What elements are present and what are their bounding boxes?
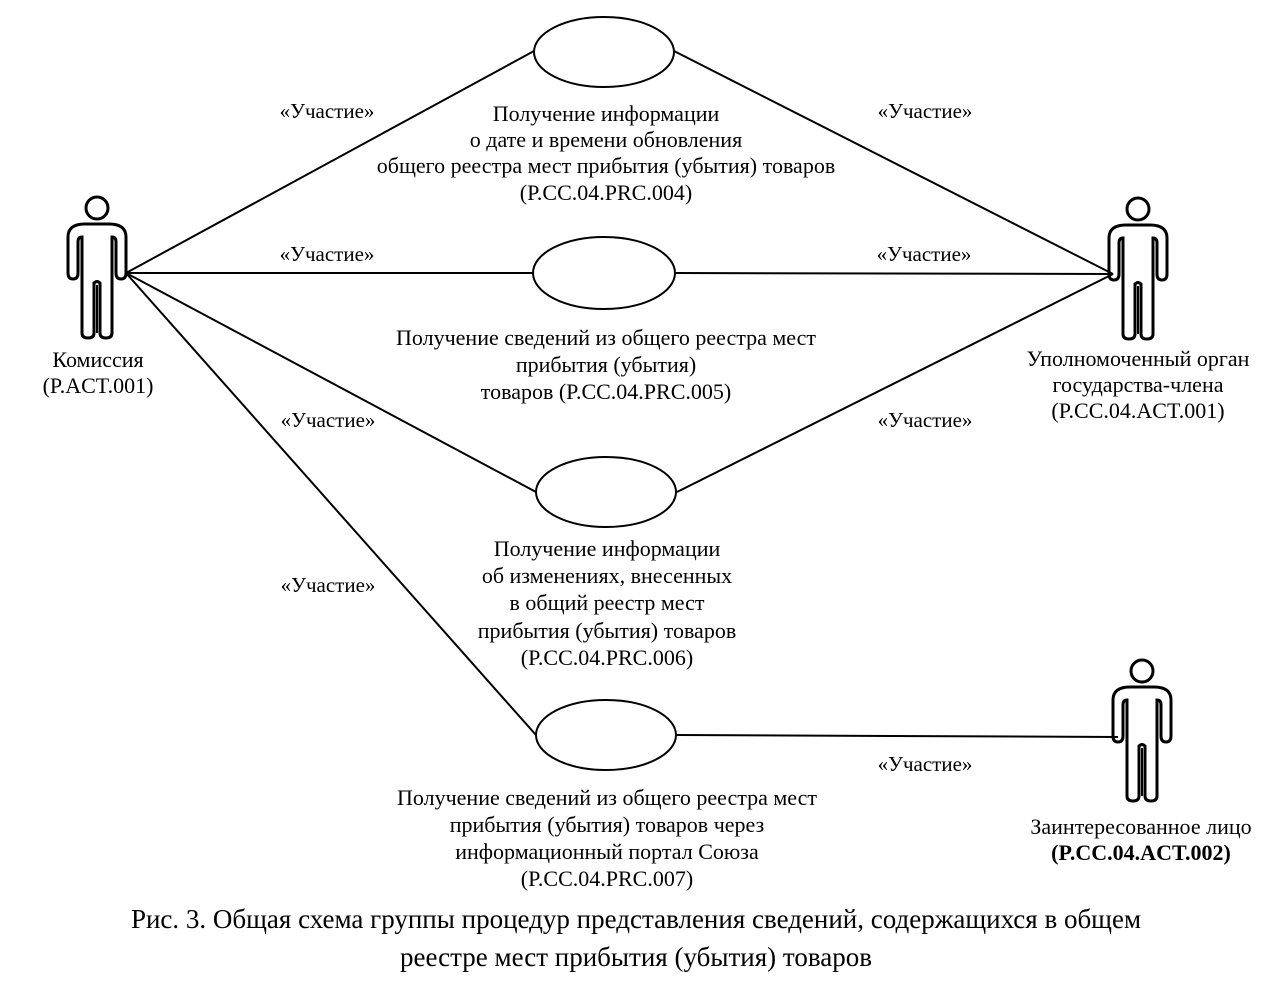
use-case-name-line: Получение информации bbox=[493, 101, 720, 126]
use-case-name-line: Получение сведений из общего реестра мес… bbox=[397, 785, 817, 810]
caption-line: Рис. 3. Общая схема группы процедур пред… bbox=[131, 904, 1141, 934]
relation-label: «Участие» bbox=[878, 99, 973, 123]
use-case-name-line: информационный портал Союза bbox=[455, 839, 759, 864]
use-case-name-line: прибытия (убытия) bbox=[516, 352, 696, 377]
actor-interested-party-figure[interactable] bbox=[1111, 658, 1173, 803]
use-case-name-line: товаров (P.CC.04.PRC.005) bbox=[481, 379, 731, 404]
use-case-name-line: Получение сведений из общего реестра мес… bbox=[396, 325, 816, 350]
use-case-name-line: о дате и времени обновления bbox=[470, 127, 742, 152]
association-member-prc005 bbox=[675, 272, 1114, 275]
relation-label: «Участие» bbox=[878, 752, 973, 776]
use-case-name-line: прибытия (убытия) товаров через bbox=[450, 812, 765, 837]
use-case-code: (P.CC.04.PRC.006) bbox=[521, 645, 693, 670]
use-case-prc005-label: Получение сведений из общего реестра мес… bbox=[396, 325, 816, 404]
association-commission-prc007 bbox=[125, 272, 537, 736]
association-member-prc006 bbox=[676, 273, 1114, 493]
use-case-code: (P.CC.04.PRC.004) bbox=[520, 180, 692, 205]
relation-label: «Участие» bbox=[281, 573, 376, 597]
actor-name: государства-члена bbox=[1053, 372, 1224, 397]
use-case-name-line: об изменениях, внесенных bbox=[482, 563, 732, 588]
use-case-prc005-ellipse[interactable] bbox=[532, 236, 676, 310]
association-commission-prc006 bbox=[125, 272, 537, 493]
relation-label: «Участие» bbox=[280, 242, 375, 266]
use-case-name-line: общего реестра мест прибытия (убытия) то… bbox=[377, 153, 835, 178]
use-case-name-line: в общий реестр мест bbox=[510, 590, 705, 615]
actor-member-state-figure[interactable] bbox=[1107, 196, 1169, 341]
relation-label: «Участие» bbox=[280, 99, 375, 123]
actor-commission-label: Комиссия (P.ACT.001) bbox=[43, 347, 154, 398]
use-case-name-line: прибытия (убытия) товаров bbox=[478, 618, 736, 643]
relation-label: «Участие» bbox=[878, 408, 973, 432]
actor-code: (P.CC.04.ACT.002) bbox=[1051, 840, 1231, 865]
use-cases bbox=[532, 16, 677, 771]
actor-icon bbox=[1111, 658, 1173, 803]
figure-caption: Рис. 3. Общая схема группы процедур пред… bbox=[131, 904, 1141, 972]
use-case-name-line: Получение информации bbox=[494, 536, 721, 561]
actor-code: (P.CC.04.ACT.001) bbox=[1051, 398, 1224, 423]
use-case-prc004-label: Получение информации о дате и времени об… bbox=[377, 101, 835, 205]
actor-commission-figure[interactable] bbox=[66, 195, 128, 340]
relation-label: «Участие» bbox=[281, 408, 376, 432]
actor-icon bbox=[1107, 196, 1169, 341]
association-member-prc004 bbox=[673, 50, 1114, 275]
use-case-prc006-label: Получение информации об изменениях, внес… bbox=[478, 536, 736, 670]
relation-labels: «Участие» «Участие» «Участие» «Участие» … bbox=[280, 99, 973, 776]
actor-name: Уполномоченный орган bbox=[1027, 346, 1250, 371]
use-case-code: (P.CC.04.PRC.007) bbox=[521, 866, 693, 891]
association-commission-prc004 bbox=[125, 50, 535, 274]
actor-member-state-label: Уполномоченный орган государства-члена (… bbox=[1027, 346, 1250, 423]
actor-icon bbox=[66, 195, 128, 340]
actor-interested-party-label: Заинтересованное лицо (P.CC.04.ACT.002) bbox=[1030, 814, 1251, 865]
associations bbox=[125, 50, 1119, 738]
association-interested-prc007 bbox=[676, 734, 1119, 738]
caption-line: реестре мест прибытия (убытия) товаров bbox=[400, 942, 872, 972]
relation-label: «Участие» bbox=[877, 242, 972, 266]
use-case-prc007-label: Получение сведений из общего реестра мес… bbox=[397, 785, 817, 891]
actor-code: (P.ACT.001) bbox=[43, 373, 154, 398]
actor-name: Комиссия bbox=[52, 347, 143, 372]
use-case-prc004-ellipse[interactable] bbox=[533, 16, 675, 88]
actor-name: Заинтересованное лицо bbox=[1030, 814, 1251, 839]
use-case-prc007-ellipse[interactable] bbox=[535, 699, 677, 771]
use-case-prc006-ellipse[interactable] bbox=[535, 456, 677, 528]
